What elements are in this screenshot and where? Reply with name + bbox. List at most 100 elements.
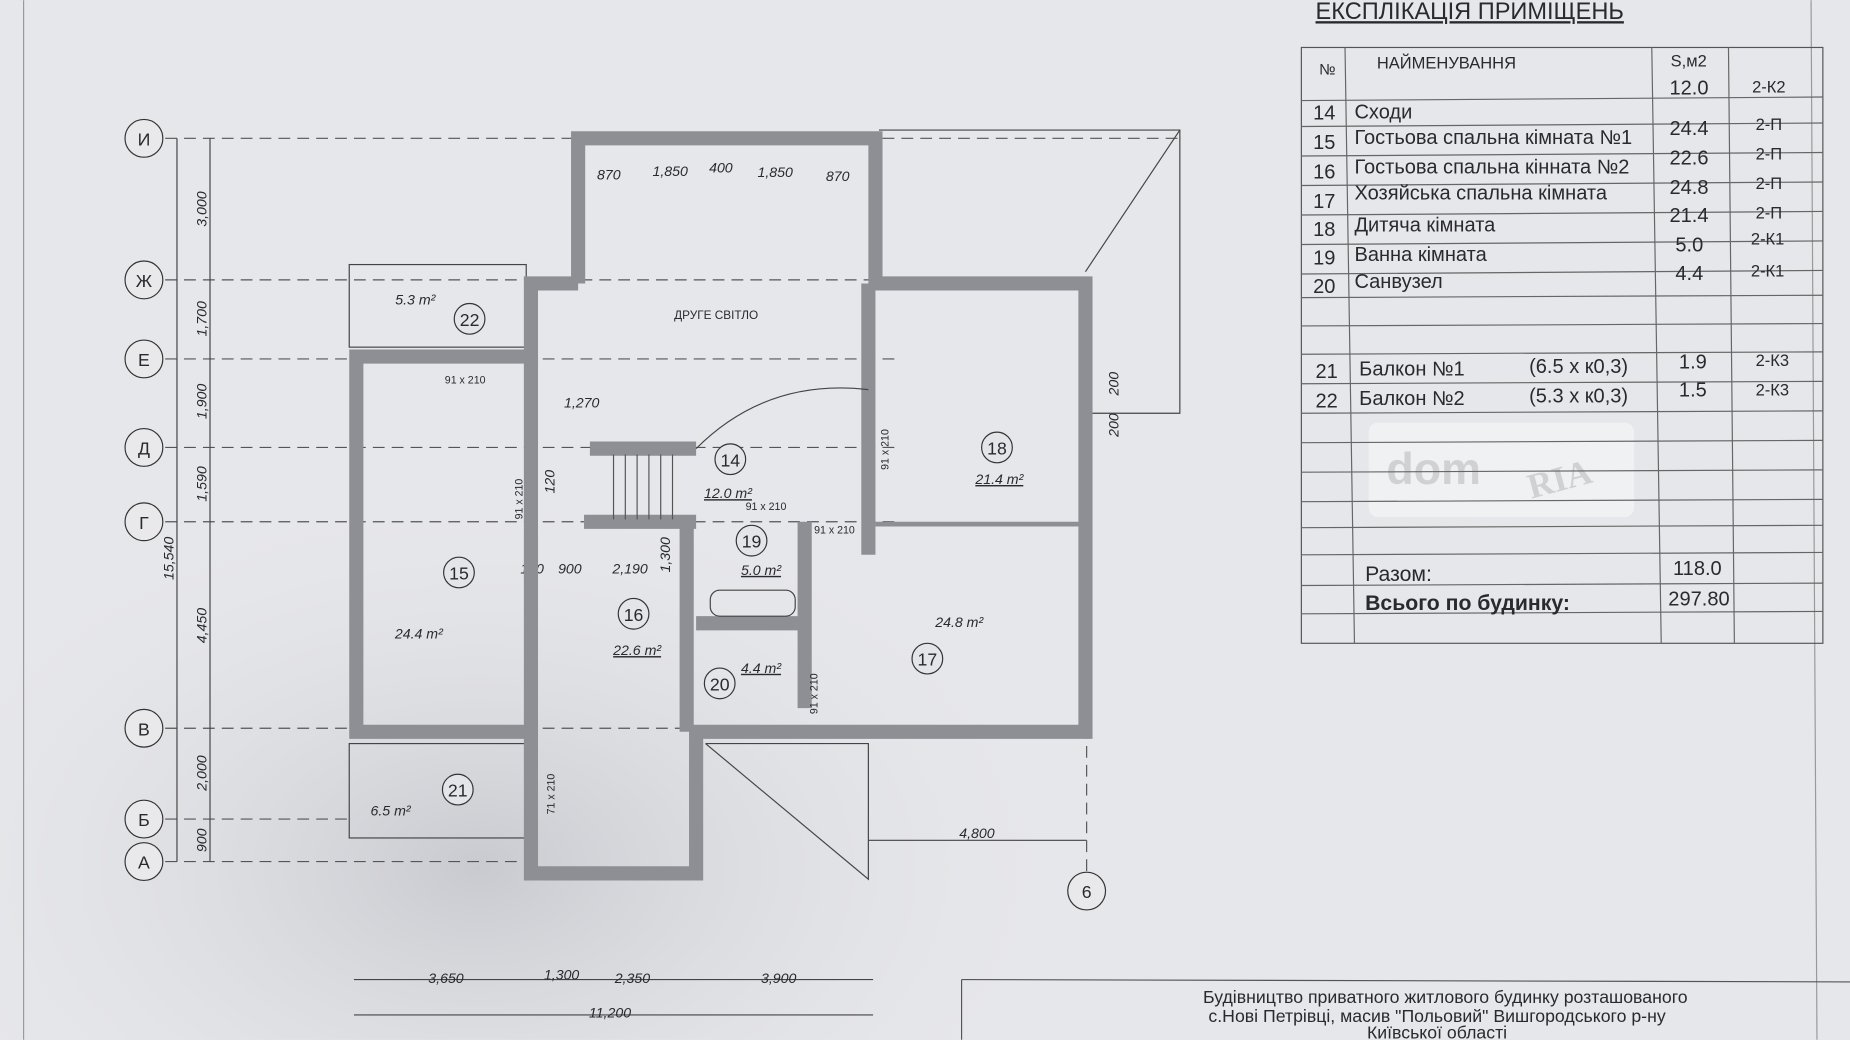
svg-text:Будівництво приватного житлово: Будівництво приватного житлового будинку… xyxy=(1203,987,1688,1007)
bottom-dimensions: 3,650 1,300 2,350 3,900 11,200 4,800 xyxy=(428,825,994,1020)
svg-text:22: 22 xyxy=(460,310,480,330)
svg-text:14: 14 xyxy=(1313,102,1335,124)
room-22: 22 5.3 m² xyxy=(395,292,486,335)
svg-text:900: 900 xyxy=(193,828,209,852)
explication-table: ЕКСПЛІКАЦІЯ ПРИМІЩЕНЬ № НАЙМЕНУВАННЯ S,м… xyxy=(1300,0,1824,644)
svg-text:И: И xyxy=(138,129,151,149)
svg-text:12.0: 12.0 xyxy=(1669,78,1708,100)
svg-text:Сходи: Сходи xyxy=(1354,101,1412,123)
svg-text:22.6: 22.6 xyxy=(1669,147,1708,169)
svg-text:71 x 210: 71 x 210 xyxy=(546,774,558,815)
svg-text:5.3 m²: 5.3 m² xyxy=(395,292,436,308)
svg-text:18: 18 xyxy=(1313,219,1335,241)
svg-text:4,800: 4,800 xyxy=(959,825,995,841)
room-20: 20 4.4 m² xyxy=(703,660,782,700)
svg-text:(6.5 x к0,3): (6.5 x к0,3) xyxy=(1529,356,1628,378)
svg-text:Київської області: Київської області xyxy=(1367,1023,1507,1040)
svg-text:22.6 m²: 22.6 m² xyxy=(612,642,662,658)
svg-text:22: 22 xyxy=(1316,390,1338,412)
svg-text:2,350: 2,350 xyxy=(614,970,651,986)
svg-text:2-К1: 2-К1 xyxy=(1751,262,1784,280)
svg-text:с.Нові Петрівці, масив "Польов: с.Нові Петрівці, масив "Польовий" Вишгор… xyxy=(1208,1006,1665,1026)
svg-text:2,190: 2,190 xyxy=(611,561,648,577)
svg-text:4.4 m²: 4.4 m² xyxy=(741,660,782,676)
svg-text:18: 18 xyxy=(987,439,1007,459)
svg-text:1,300: 1,300 xyxy=(657,537,673,573)
svg-text:2-К1: 2-К1 xyxy=(1751,231,1784,249)
svg-text:297.80: 297.80 xyxy=(1668,589,1729,611)
room-17: 17 24.8 m² xyxy=(911,614,984,675)
svg-text:24.8 m²: 24.8 m² xyxy=(934,614,984,630)
svg-text:Г: Г xyxy=(139,513,149,533)
svg-text:5.0 m²: 5.0 m² xyxy=(741,562,782,578)
svg-text:24.8: 24.8 xyxy=(1669,177,1708,199)
svg-text:Санвузел: Санвузел xyxy=(1354,271,1442,293)
svg-text:2-П: 2-П xyxy=(1756,175,1783,193)
second-light-label: ДРУГЕ СВІТЛО xyxy=(674,309,758,322)
svg-text:Балкон №2: Балкон №2 xyxy=(1359,388,1464,410)
svg-text:200: 200 xyxy=(1105,372,1121,397)
svg-text:16: 16 xyxy=(1313,161,1335,183)
svg-text:2-П: 2-П xyxy=(1756,205,1783,223)
svg-text:Б: Б xyxy=(138,810,150,830)
svg-text:91 x 210: 91 x 210 xyxy=(879,429,891,470)
axis-row-marker: В xyxy=(124,708,164,748)
svg-text:118.0: 118.0 xyxy=(1673,558,1722,580)
svg-text:11,200: 11,200 xyxy=(589,1004,631,1020)
svg-text:17: 17 xyxy=(918,650,938,670)
svg-text:21: 21 xyxy=(448,781,468,801)
svg-text:91 x 210: 91 x 210 xyxy=(445,375,486,387)
svg-text:24.4 m²: 24.4 m² xyxy=(394,626,444,642)
room-19: 195.0 m² xyxy=(735,524,782,578)
svg-text:15: 15 xyxy=(449,564,469,584)
svg-text:Д: Д xyxy=(138,439,150,459)
svg-text:400: 400 xyxy=(709,160,733,176)
axis-row-marker: И xyxy=(124,118,164,158)
svg-text:91 x 210: 91 x 210 xyxy=(514,479,526,520)
svg-text:№: № xyxy=(1319,62,1335,79)
axis-row-marker: Ж xyxy=(124,260,164,300)
svg-text:S,м2: S,м2 xyxy=(1671,52,1707,70)
axis-row-marker: Д xyxy=(124,427,164,467)
domria-watermark: dom RIA xyxy=(1368,422,1635,518)
axis-row-marker: А xyxy=(124,842,164,882)
svg-text:15,540: 15,540 xyxy=(160,537,176,580)
svg-text:3,650: 3,650 xyxy=(428,970,464,986)
svg-text:НАЙМЕНУВАННЯ: НАЙМЕНУВАННЯ xyxy=(1377,54,1516,73)
svg-text:Ванна кімната: Ванна кімната xyxy=(1354,244,1487,266)
walls xyxy=(349,131,1093,881)
svg-text:Гостьова спальна кімната №1: Гостьова спальна кімната №1 xyxy=(1354,127,1632,149)
svg-text:91 x 210: 91 x 210 xyxy=(809,673,821,714)
svg-text:1,900: 1,900 xyxy=(193,384,209,420)
svg-text:20: 20 xyxy=(710,674,730,694)
svg-text:Балкон №1: Балкон №1 xyxy=(1359,358,1464,380)
svg-text:17: 17 xyxy=(1313,191,1335,213)
svg-text:dom: dom xyxy=(1386,443,1481,494)
svg-text:Ж: Ж xyxy=(136,271,153,291)
svg-text:91 x 210: 91 x 210 xyxy=(814,525,855,537)
svg-text:4,450: 4,450 xyxy=(193,608,209,644)
svg-text:1.9: 1.9 xyxy=(1679,351,1707,373)
svg-text:3,900: 3,900 xyxy=(761,970,797,986)
svg-text:21: 21 xyxy=(1316,361,1338,383)
svg-text:1,270: 1,270 xyxy=(564,394,600,410)
svg-text:5.0: 5.0 xyxy=(1675,235,1703,257)
svg-text:15: 15 xyxy=(1313,132,1335,154)
svg-text:1.5: 1.5 xyxy=(1679,380,1707,402)
svg-text:Всього по будинку:: Всього по будинку: xyxy=(1365,592,1570,615)
door-labels: 91 x 210 91 x 210 91 x 210 91 x 210 91 x… xyxy=(445,375,892,815)
svg-text:4.4: 4.4 xyxy=(1675,263,1703,285)
svg-text:(5.3 x к0,3): (5.3 x к0,3) xyxy=(1529,386,1628,408)
svg-text:2-П: 2-П xyxy=(1756,146,1783,164)
